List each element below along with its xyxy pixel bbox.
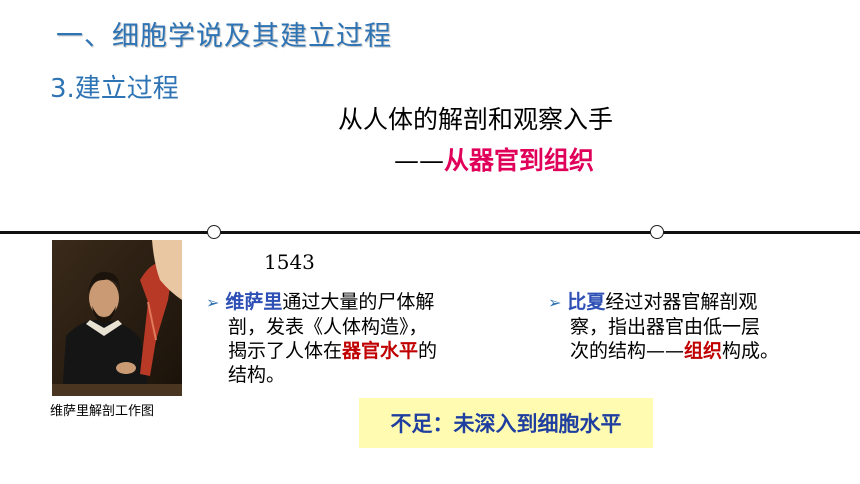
timeline-year: 1543 <box>264 250 315 274</box>
vesalius-line-2: 剖，发表《人体构造》， <box>228 316 428 338</box>
timeline-marker-bichat <box>650 225 664 239</box>
bichat-text-a: 经过对器官解剖观 <box>605 291 758 313</box>
timeline-line <box>0 231 860 234</box>
vesalius-text-d: 的 <box>418 340 438 362</box>
section-subtitle: 3.建立过程 <box>50 74 179 104</box>
vesalius-text-c: 揭示了人体在 <box>228 340 343 362</box>
person-bichat: 比夏 <box>567 291 606 313</box>
vesalius-line-4: 结构。 <box>228 364 286 386</box>
bichat-line-2: 察，指出器官由低一层 <box>570 316 761 338</box>
slide-title: 一、细胞学说及其建立过程 <box>56 21 392 52</box>
bichat-bullet: ➢ 比夏经过对器官解剖观 察，指出器官由低一层 次的结构——组织构成。 <box>548 290 808 363</box>
vesalius-line-1: ➢ 维萨里通过大量的尸体解 <box>206 290 476 315</box>
bichat-highlight: 组织 <box>684 340 723 362</box>
bichat-line-1: ➢ 比夏经过对器官解剖观 <box>548 290 808 315</box>
vesalius-highlight: 器官水平 <box>342 340 419 362</box>
heading-highlight: 从器官到组织 <box>444 146 595 175</box>
bichat-line-3: 次的结构——组织构成。 <box>548 339 808 363</box>
vesalius-bullet: ➢ 维萨里通过大量的尸体解 剖，发表《人体构造》， 揭示了人体在器官水平的 结构。 <box>206 290 476 387</box>
heading-dash: —— <box>394 146 444 175</box>
bichat-text-c: 次的结构—— <box>570 340 685 362</box>
heading-line-1: 从人体的解剖和观察入手 <box>338 105 614 134</box>
vesalius-portrait-image <box>52 240 182 396</box>
portrait-illustration <box>52 240 182 396</box>
bichat-text-d: 构成。 <box>722 340 780 362</box>
timeline-marker-1543 <box>207 225 221 239</box>
arrow-bullet-icon: ➢ <box>548 293 562 312</box>
heading-line-2: ——从器官到组织 <box>394 141 594 177</box>
portrait-caption: 维萨里解剖工作图 <box>50 404 155 419</box>
arrow-bullet-icon: ➢ <box>206 293 220 312</box>
person-vesalius: 维萨里 <box>225 291 283 313</box>
vesalius-text-a: 通过大量的尸体解 <box>282 291 435 313</box>
limitation-note: 不足：未深入到细胞水平 <box>359 398 653 448</box>
vesalius-line-3: 揭示了人体在器官水平的 <box>206 339 476 363</box>
